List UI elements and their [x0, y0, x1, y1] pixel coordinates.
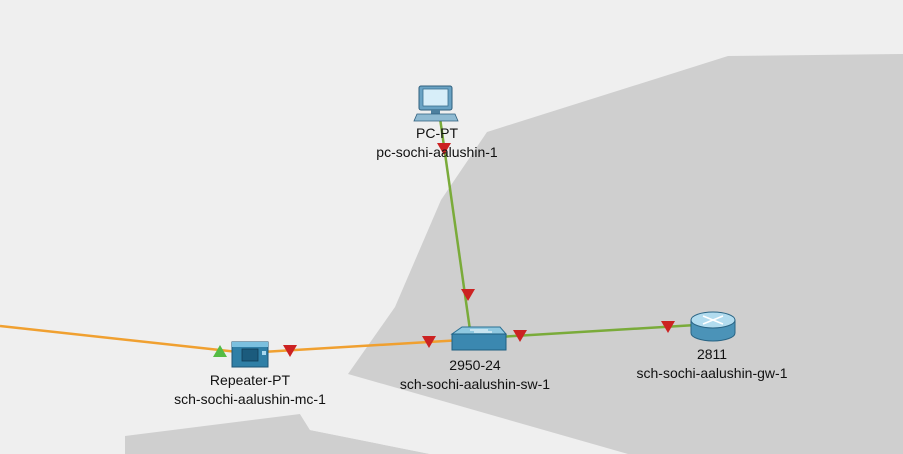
gray-area-bottom-left: [125, 414, 430, 454]
pc-device-icon[interactable]: [413, 85, 459, 122]
switch-model-label: 2950-24: [449, 357, 501, 373]
router-name-label: sch-sochi-aalushin-gw-1: [636, 365, 788, 381]
repeater-model-label: Repeater-PT: [209, 372, 291, 388]
link-status-down-indicator: [513, 330, 527, 342]
repeater-name-label: sch-sochi-aalushin-mc-1: [174, 391, 326, 407]
link-offscreen-to-repeater[interactable]: [0, 324, 239, 354]
switch-device-icon[interactable]: [450, 326, 508, 351]
link-status-down-indicator: [422, 336, 436, 348]
gray-area-large: [348, 54, 903, 454]
router-model-label: 2811: [696, 346, 728, 362]
gray-area-bottom-edge: [300, 412, 470, 454]
pc-name-label: pc-sochi-aalushin-1: [376, 144, 498, 160]
link-status-down-indicator: [661, 321, 675, 333]
router-device-icon[interactable]: [690, 311, 736, 342]
link-status-down-indicator: [437, 143, 451, 155]
link-status-down-indicator: [283, 345, 297, 357]
link-switch-to-router[interactable]: [497, 323, 697, 339]
repeater-device-icon[interactable]: [231, 341, 269, 368]
pc-model-label: PC-PT: [416, 125, 458, 141]
switch-name-label: sch-sochi-aalushin-sw-1: [399, 376, 551, 392]
link-status-up-indicator: [213, 345, 227, 357]
link-status-down-indicator: [461, 289, 475, 301]
